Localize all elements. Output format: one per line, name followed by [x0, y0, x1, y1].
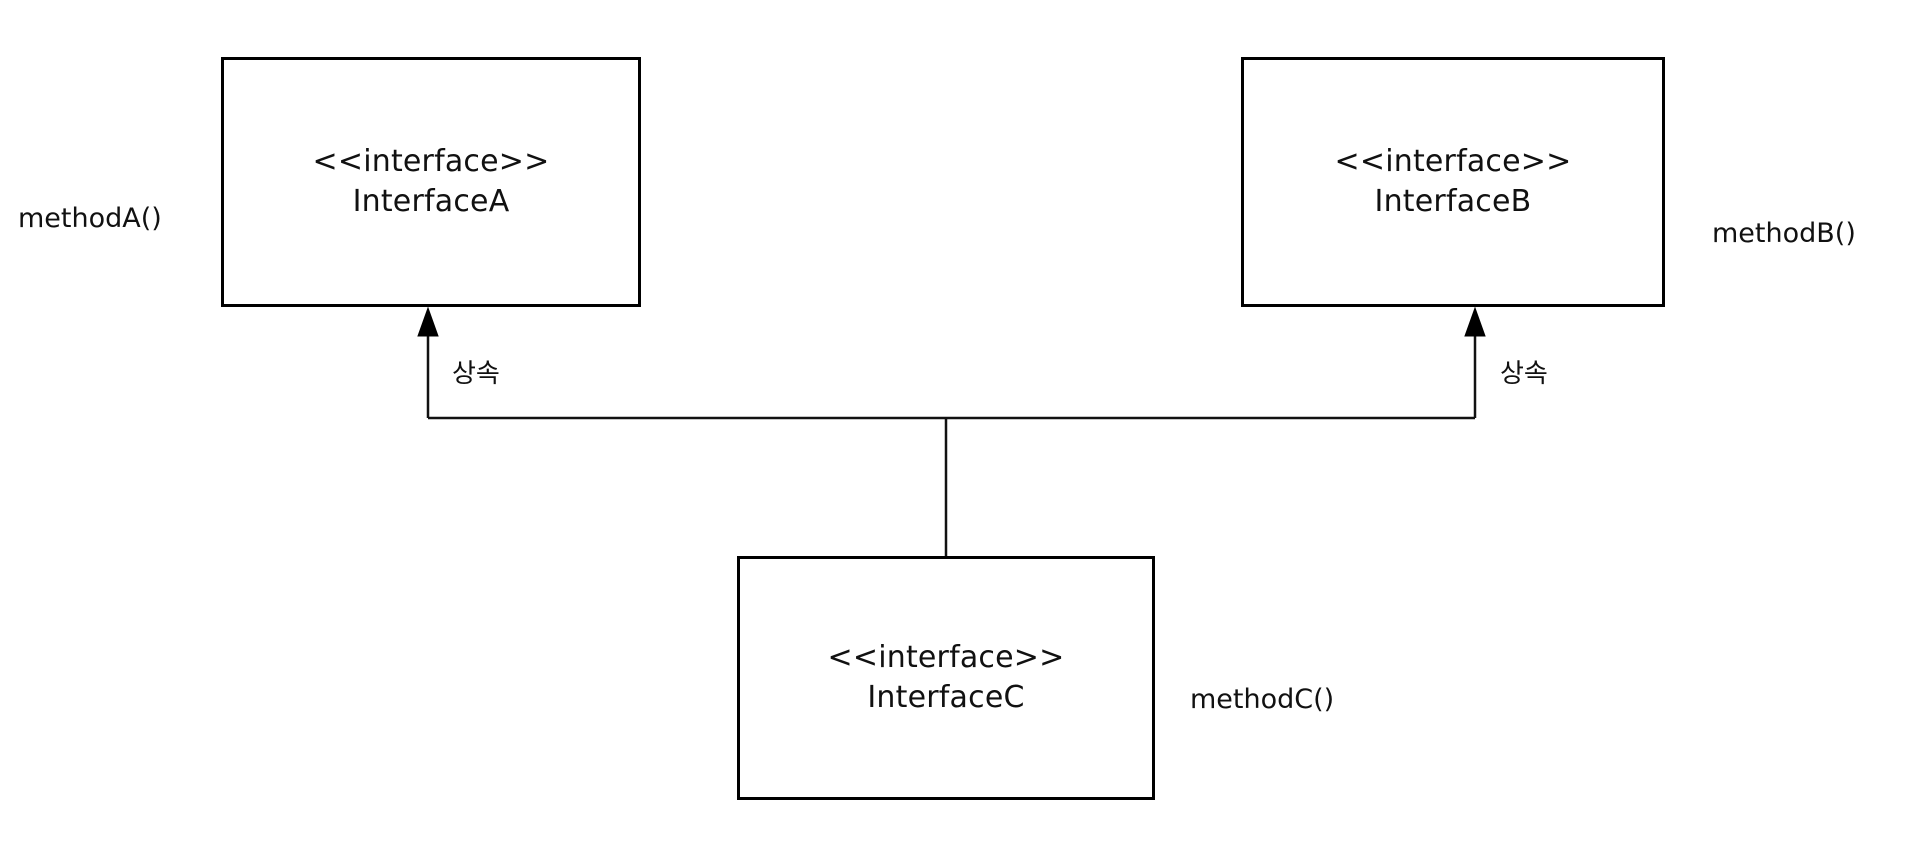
interfacec-stereotype: <<interface>> — [827, 639, 1065, 675]
method-annotation-methodb: methodB() — [1712, 218, 1856, 249]
edge-label-inheritance-left: 상속 — [452, 359, 500, 389]
interfacea-stereotype: <<interface>> — [312, 143, 550, 179]
edge-label-inheritance-right: 상속 — [1500, 359, 1548, 389]
interfacea-name: InterfaceA — [352, 184, 510, 219]
inheritance-arrowhead-to-interfacea — [417, 306, 439, 337]
interfacec-name: InterfaceC — [867, 680, 1025, 715]
method-annotation-methodc: methodC() — [1190, 684, 1335, 715]
interfaceb-stereotype: <<interface>> — [1334, 143, 1572, 179]
uml-node-interfaceb[interactable]: <<interface>> InterfaceB — [1241, 57, 1665, 307]
inheritance-arrowhead-to-interfaceb — [1464, 306, 1486, 337]
interfaceb-name: InterfaceB — [1374, 184, 1532, 219]
method-annotation-methoda: methodA() — [18, 203, 162, 234]
uml-node-interfacea[interactable]: <<interface>> InterfaceA — [221, 57, 641, 307]
uml-node-interfacec[interactable]: <<interface>> InterfaceC — [737, 556, 1155, 800]
